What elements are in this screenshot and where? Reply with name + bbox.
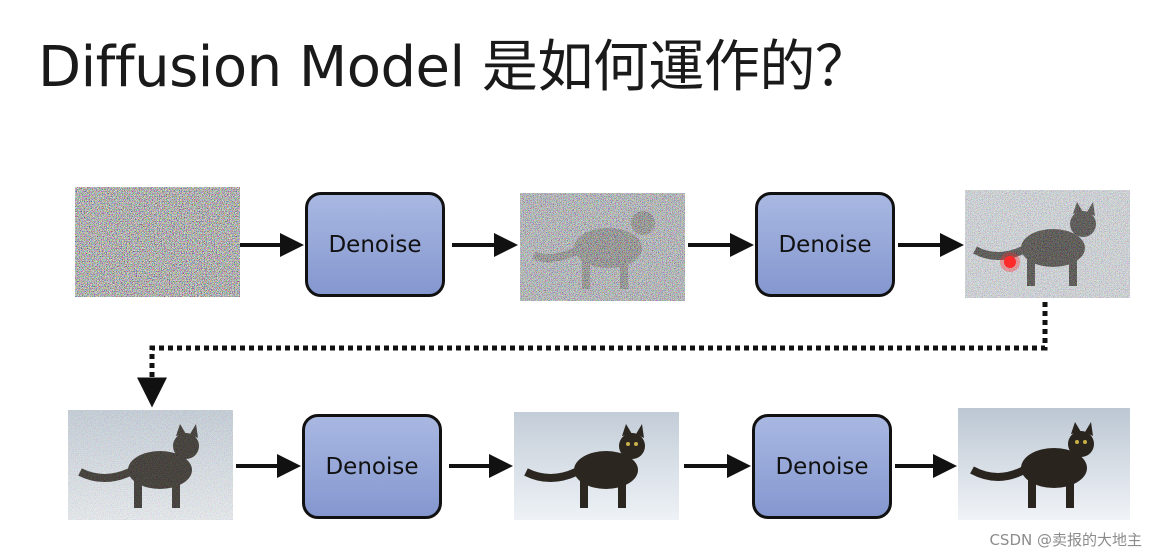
noisy-cat-image-medium — [965, 190, 1130, 298]
slide-title: Diffusion Model 是如何運作的？ — [38, 35, 871, 100]
cat-image-clean — [958, 408, 1130, 520]
noise-image-pure — [75, 187, 240, 297]
watermark: CSDN @卖报的大地主 — [989, 531, 1142, 549]
cat-image-slight-noise — [514, 412, 679, 520]
cat-image-light-noise — [68, 410, 233, 520]
cursor-dot — [1004, 256, 1016, 268]
denoise-step-1: Denoise — [305, 192, 445, 297]
denoise-step-4: Denoise — [752, 414, 892, 519]
denoise-step-2: Denoise — [755, 192, 895, 297]
denoise-step-3: Denoise — [302, 414, 442, 519]
dotted-connector — [137, 302, 1048, 408]
noisy-cat-image-heavy — [520, 193, 685, 301]
